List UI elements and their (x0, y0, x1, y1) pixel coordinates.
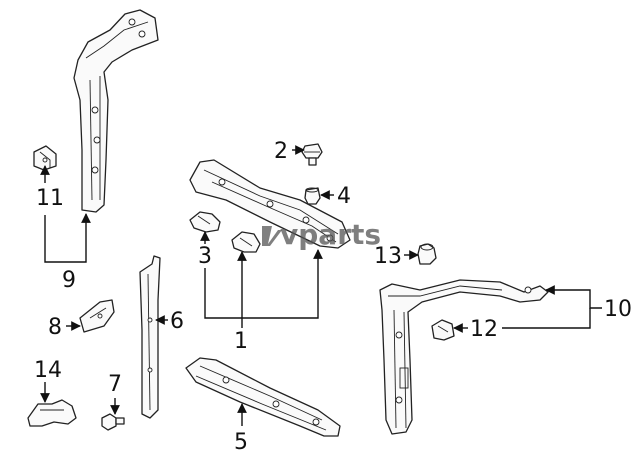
watermark: vparts (262, 218, 381, 251)
right-upright-support-part-10 (379, 279, 549, 435)
sensor-part-14 (27, 399, 77, 427)
callout-4: 4 (337, 184, 351, 209)
left-upright-support-part (73, 9, 159, 213)
bracket-part-3 (189, 211, 221, 233)
callout-6: 6 (170, 309, 184, 334)
lower-tie-bar-part-5 (185, 357, 341, 437)
bolt-part-7 (101, 413, 125, 431)
callout-labels: 2 4 11 3 13 9 10 6 8 12 1 14 7 5 (34, 139, 632, 455)
bracket-part-12 (431, 319, 455, 341)
callout-13: 13 (374, 244, 402, 269)
clip-part-4 (304, 187, 321, 205)
watermark-logo-icon (262, 226, 282, 246)
watermark-text: vparts (280, 218, 381, 251)
upper-tie-bar-part-1 (189, 159, 351, 249)
grommet-part-13 (417, 243, 437, 265)
bracket-part-8 (79, 299, 115, 333)
vertical-strip-part-6 (139, 255, 161, 419)
bolt-part-2 (301, 143, 323, 166)
bracket-part-11 (33, 145, 57, 171)
callout-5: 5 (234, 430, 248, 455)
callout-1: 1 (234, 329, 248, 354)
callout-8: 8 (48, 315, 62, 340)
bracket-part-1-lower (231, 231, 261, 253)
callout-9: 9 (62, 268, 76, 293)
callout-11: 11 (36, 186, 64, 211)
callout-10: 10 (604, 297, 632, 322)
leader-lines (40, 145, 602, 426)
callout-2: 2 (274, 139, 288, 164)
callout-7: 7 (108, 372, 122, 397)
callout-3: 3 (198, 244, 212, 269)
callout-12: 12 (470, 317, 498, 342)
callout-14: 14 (34, 358, 62, 383)
